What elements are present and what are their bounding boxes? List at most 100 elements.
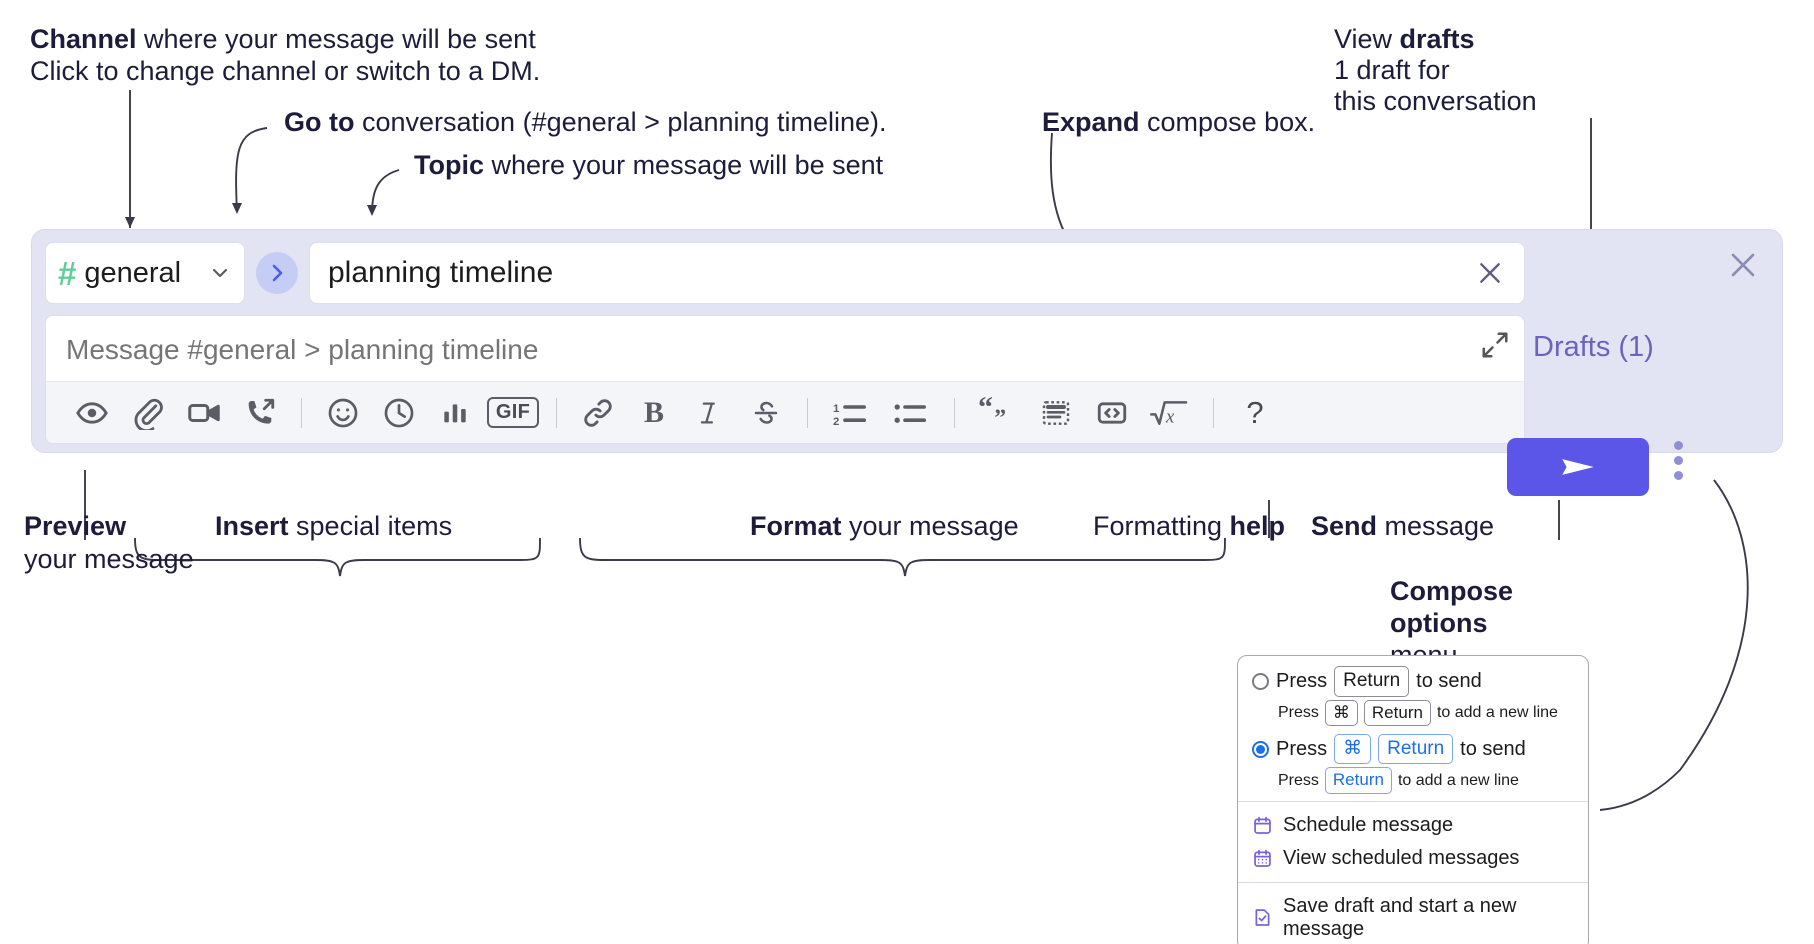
press-label: Press bbox=[1276, 669, 1328, 692]
bold-icon[interactable]: B bbox=[626, 389, 682, 437]
key-cmd: ⌘ bbox=[1334, 733, 1372, 765]
annotation-topic-bold: Topic bbox=[414, 150, 484, 180]
radio-return[interactable] bbox=[1252, 672, 1269, 690]
press-label: Press bbox=[1278, 771, 1319, 789]
close-icon[interactable] bbox=[1726, 248, 1760, 282]
key-cmd: ⌘ bbox=[1324, 699, 1358, 726]
annotation-preview: Preview bbox=[24, 511, 126, 543]
menu-item-label: Schedule message bbox=[1283, 813, 1454, 836]
bold-label: B bbox=[643, 395, 664, 429]
annotation-drafts-pre: View bbox=[1334, 24, 1400, 54]
drafts-link[interactable]: Drafts (1) bbox=[1533, 331, 1654, 363]
clock-icon[interactable] bbox=[371, 389, 427, 437]
gif-icon[interactable]: GIF bbox=[483, 389, 543, 437]
preview-icon[interactable] bbox=[64, 389, 120, 437]
send-option-cmd-return[interactable]: Press ⌘ Return to send Press Return to a… bbox=[1238, 732, 1588, 794]
menu-item-view-scheduled-messages[interactable]: View scheduled messages bbox=[1238, 842, 1588, 875]
annotation-preview-bold: Preview bbox=[24, 511, 127, 541]
svg-text:”: ” bbox=[994, 405, 1006, 429]
code-block-icon[interactable] bbox=[1028, 389, 1084, 437]
kebab-dot bbox=[1674, 441, 1683, 450]
help-label: ? bbox=[1246, 394, 1264, 430]
to-send-label: to send bbox=[1416, 669, 1482, 692]
italic-icon[interactable] bbox=[682, 389, 738, 437]
annotation-topic: Topic where your message will be sent bbox=[414, 150, 883, 182]
annotation-help: Formatting help bbox=[1093, 511, 1285, 543]
menu-divider bbox=[1238, 800, 1588, 802]
help-icon[interactable]: ? bbox=[1227, 389, 1283, 437]
calendar-icon bbox=[1252, 815, 1273, 836]
link-icon[interactable] bbox=[570, 389, 626, 437]
strikethrough-icon[interactable] bbox=[738, 389, 794, 437]
to-send-label: to send bbox=[1460, 737, 1526, 760]
annotation-insert-rest: special items bbox=[288, 511, 453, 541]
poll-icon[interactable] bbox=[427, 389, 483, 437]
annotation-channel-bold: Channel bbox=[30, 24, 137, 54]
ordered-list-icon[interactable]: 1 2 bbox=[821, 389, 881, 437]
send-option-cmd-return-sub: Press Return to add a new line bbox=[1278, 767, 1588, 794]
bulleted-list-icon[interactable] bbox=[881, 389, 941, 437]
video-icon[interactable] bbox=[176, 389, 232, 437]
press-label: Press bbox=[1278, 703, 1319, 721]
new-line-label: to add a new line bbox=[1397, 771, 1519, 789]
menu-item-save-draft[interactable]: Save draft and start a new message bbox=[1238, 890, 1588, 944]
annotation-channel: Channel where your message will be sent bbox=[30, 24, 536, 56]
annotation-compose-options-bold2: options bbox=[1390, 608, 1488, 638]
toolbar-divider bbox=[301, 397, 302, 428]
annotation-drafts-sub1: 1 draft for bbox=[1334, 55, 1450, 85]
compose-options-menu: Press Return to send Press ⌘ Return to a… bbox=[1237, 655, 1589, 944]
annotation-goto-rest: conversation (#general > planning timeli… bbox=[354, 107, 887, 137]
send-option-return-main: Press Return to send bbox=[1252, 666, 1588, 697]
emoji-icon[interactable] bbox=[315, 389, 371, 437]
menu-item-label: Save draft and start a new message bbox=[1283, 894, 1517, 940]
channel-name: general bbox=[84, 256, 182, 289]
hash-icon: # bbox=[58, 254, 77, 292]
compose-box: # general planning timeline M bbox=[31, 229, 1783, 496]
key-return: Return bbox=[1378, 733, 1454, 765]
send-option-return[interactable]: Press Return to send Press ⌘ Return to a… bbox=[1238, 664, 1588, 726]
kebab-dot bbox=[1674, 471, 1683, 480]
annotation-goto-bold: Go to bbox=[284, 107, 355, 137]
compose-options-button[interactable] bbox=[1674, 441, 1683, 480]
annotation-format-rest: your message bbox=[841, 511, 1019, 541]
radio-cmd-return[interactable] bbox=[1252, 740, 1269, 758]
annotation-drafts: View drafts bbox=[1334, 24, 1475, 56]
key-return: Return bbox=[1324, 767, 1392, 794]
toolbar-divider bbox=[556, 397, 557, 428]
topic-value: planning timeline bbox=[328, 256, 554, 289]
clear-topic-icon[interactable] bbox=[1470, 253, 1510, 293]
annotation-drafts-sub2: this conversation bbox=[1334, 86, 1537, 116]
math-icon[interactable]: x bbox=[1140, 389, 1200, 437]
send-button[interactable] bbox=[1507, 438, 1649, 496]
annotation-compose-options-bold1: Compose bbox=[1390, 576, 1514, 606]
message-input-area[interactable]: Message #general > planning timeline bbox=[45, 315, 1525, 444]
goto-conversation-button[interactable] bbox=[256, 252, 298, 294]
annotation-channel-rest: where your message will be sent bbox=[136, 24, 536, 54]
annotation-help-bold: help bbox=[1229, 511, 1286, 541]
topic-row: # general planning timeline bbox=[45, 242, 1525, 304]
gif-label: GIF bbox=[486, 397, 540, 428]
annotation-topic-rest: where your message will be sent bbox=[484, 150, 884, 180]
toolbar-divider bbox=[954, 397, 955, 428]
call-icon[interactable] bbox=[232, 389, 288, 437]
formatting-toolbar: GIF B bbox=[46, 381, 1524, 443]
save-draft-icon bbox=[1252, 907, 1273, 928]
code-icon[interactable] bbox=[1084, 389, 1140, 437]
annotation-format-bold: Format bbox=[750, 511, 842, 541]
annotation-compose-options-l1: Compose bbox=[1390, 576, 1513, 608]
channel-selector[interactable]: # general bbox=[45, 242, 245, 304]
kebab-dot bbox=[1674, 456, 1683, 465]
attachment-icon[interactable] bbox=[120, 389, 176, 437]
menu-item-schedule-message[interactable]: Schedule message bbox=[1238, 809, 1588, 842]
svg-text:“: “ bbox=[978, 397, 993, 424]
expand-compose-icon[interactable] bbox=[1480, 330, 1510, 360]
press-label: Press bbox=[1276, 737, 1328, 760]
key-return: Return bbox=[1363, 699, 1431, 726]
annotation-expand-bold: Expand bbox=[1042, 107, 1140, 137]
annotation-format: Format your message bbox=[750, 511, 1019, 543]
annotation-insert-bold: Insert bbox=[215, 511, 289, 541]
blockquote-icon[interactable]: “ ” bbox=[968, 389, 1028, 437]
annotation-drafts-bold: drafts bbox=[1399, 24, 1475, 54]
chevron-right-icon bbox=[272, 264, 283, 282]
topic-input[interactable]: planning timeline bbox=[309, 242, 1525, 304]
